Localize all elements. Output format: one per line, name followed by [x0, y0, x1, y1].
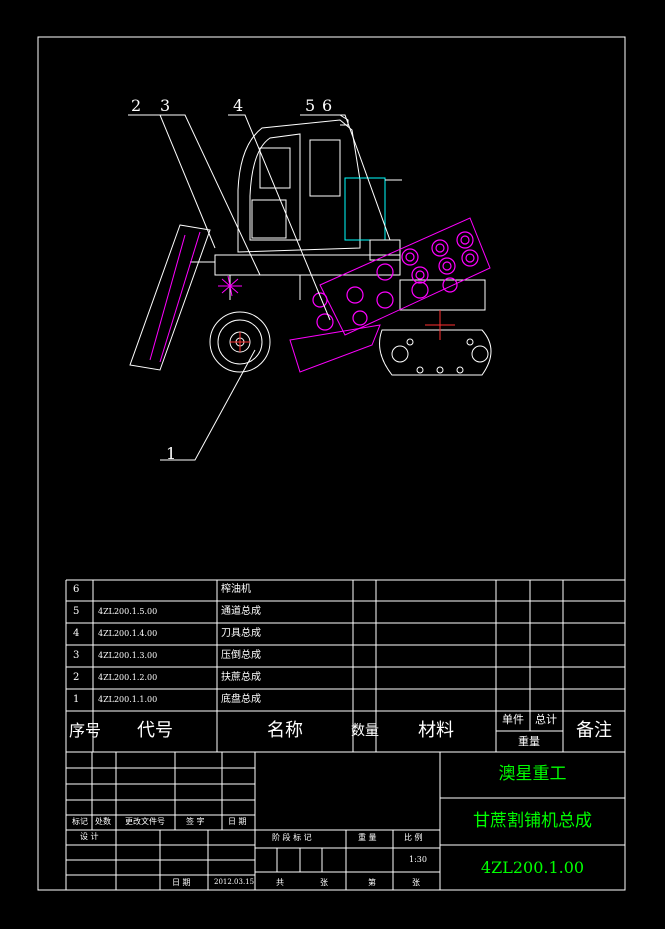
tb-design: 设 计 — [80, 832, 99, 841]
callout-3: 3 — [160, 96, 171, 115]
tb-sheets: 张 — [320, 878, 328, 887]
tb-signature: 签 字 — [186, 817, 205, 826]
part-no: 4 — [73, 628, 80, 639]
tb-total: 共 — [276, 878, 284, 887]
tb-scale-value: 1:30 — [409, 855, 427, 864]
tb-date-label: 日 期 — [172, 878, 191, 887]
tb-zones: 处数 — [95, 817, 111, 826]
callout-2: 2 — [131, 96, 142, 115]
part-no: 3 — [73, 650, 80, 661]
leader-lines — [128, 114, 402, 461]
part-code: 4ZL200.1.5.00 — [98, 607, 158, 616]
part-name: 榨油机 — [221, 584, 251, 595]
part-name: 刀具总成 — [221, 628, 261, 639]
header-code: 代号 — [137, 720, 173, 741]
header-unit: 单件 — [502, 713, 524, 726]
part-no: 6 — [73, 584, 80, 595]
callout-6: 6 — [322, 96, 333, 115]
part-no: 1 — [73, 694, 80, 705]
header-weight: 重量 — [518, 735, 540, 748]
part-name: 底盘总成 — [221, 694, 261, 705]
part-no: 5 — [73, 606, 80, 617]
tb-change-doc: 更改文件号 — [125, 817, 165, 826]
part-code: 4ZL200.1.3.00 — [98, 651, 158, 660]
parts-list-table — [65, 579, 625, 890]
part-code: 4ZL200.1.1.00 — [98, 695, 158, 704]
drawing-frame — [37, 36, 626, 891]
header-name: 名称 — [267, 720, 303, 741]
part-name: 压倒总成 — [221, 650, 261, 661]
header-seq: 序号 — [69, 721, 102, 740]
tb-date-value: 2012.03.15 — [214, 878, 255, 886]
header-total: 总计 — [535, 713, 557, 726]
tb-weight: 重 量 — [358, 833, 377, 842]
part-no: 2 — [73, 672, 80, 683]
header-material: 材料 — [418, 720, 454, 741]
roller-array — [312, 231, 479, 331]
header-qty: 数量 — [351, 723, 379, 739]
part-code: 4ZL200.1.2.00 — [98, 673, 158, 682]
company-name: 澳星重工 — [498, 764, 567, 784]
header-remark: 备注 — [576, 720, 612, 741]
callout-1: 1 — [166, 444, 177, 463]
drawing-title: 甘蔗割铺机总成 — [473, 811, 592, 831]
tb-sheet: 张 — [412, 878, 420, 887]
tb-page: 第 — [368, 878, 376, 887]
callout-5: 5 — [305, 96, 316, 115]
harvester-drawing — [129, 114, 492, 376]
callout-4: 4 — [233, 96, 244, 115]
tb-date: 日 期 — [228, 817, 247, 826]
part-name: 通道总成 — [221, 606, 261, 617]
drawing-number: 4ZL200.1.00 — [480, 858, 585, 877]
tb-scale: 比 例 — [404, 833, 423, 842]
part-code: 4ZL200.1.4.00 — [98, 629, 158, 638]
part-name: 扶蔗总成 — [221, 672, 261, 683]
tb-mark: 标记 — [72, 817, 88, 826]
tb-stage-mark: 阶 段 标 记 — [272, 833, 312, 842]
